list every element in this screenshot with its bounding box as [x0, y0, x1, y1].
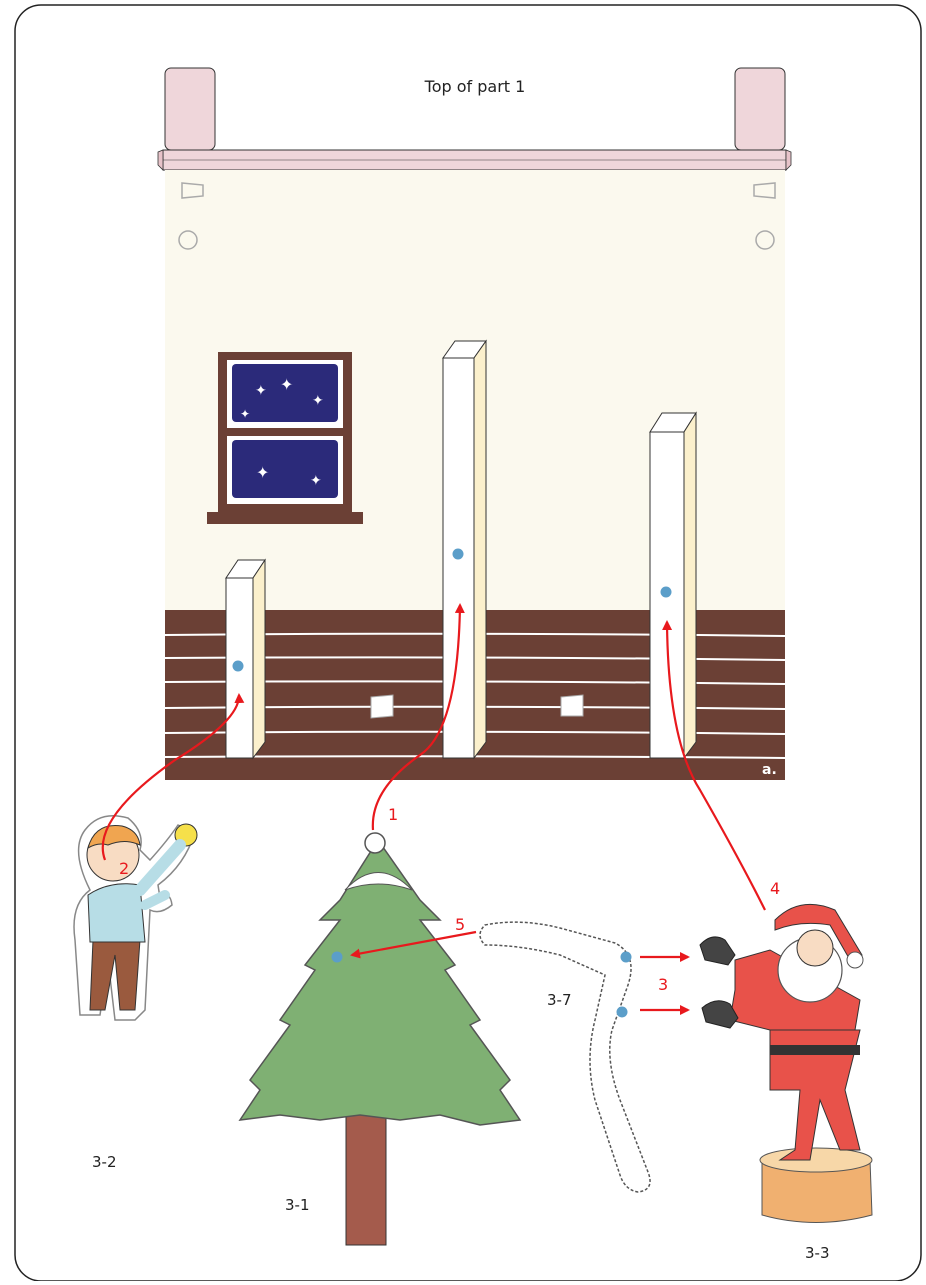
left-tab	[165, 68, 215, 150]
santa-figure	[700, 904, 872, 1222]
pillar-left	[226, 560, 265, 758]
pillar-center	[443, 341, 486, 758]
step-number-4: 4	[770, 879, 780, 898]
svg-text:✦: ✦	[310, 473, 322, 489]
glue-dot-pillar-center	[453, 549, 464, 560]
floor-slot-left	[371, 695, 393, 718]
glue-dot-garland-top	[621, 952, 632, 963]
svg-text:✦: ✦	[255, 383, 267, 399]
window: ✦ ✦ ✦ ✦ ✦ ✦	[207, 352, 363, 524]
svg-text:✦: ✦	[312, 393, 324, 409]
glue-dot-pillar-left	[233, 661, 244, 672]
garland-figure	[480, 922, 650, 1192]
background-panel: Top of part 1 ✦ ✦ ✦ ✦ ✦ ✦	[158, 68, 791, 780]
artist-signature: a.	[762, 762, 777, 778]
step-number-3: 3	[658, 975, 668, 994]
floor-slot-right	[561, 695, 583, 716]
step-number-5: 5	[455, 915, 465, 934]
boy-figure	[74, 816, 197, 1020]
part-label-tree: 3-1	[285, 1196, 310, 1214]
step-number-1: 1	[388, 805, 398, 824]
christmas-tree-figure	[240, 833, 520, 1245]
step-number-2: 2	[119, 859, 129, 878]
part-label-santa: 3-3	[805, 1244, 830, 1262]
panel-top-label: Top of part 1	[424, 77, 526, 96]
part-label-boy: 3-2	[92, 1153, 117, 1171]
glue-dot-pillar-right	[661, 587, 672, 598]
svg-text:✦: ✦	[240, 407, 250, 421]
part-label-garland: 3-7	[547, 991, 572, 1009]
svg-text:✦: ✦	[256, 463, 269, 482]
glue-dot-tree	[332, 952, 343, 963]
right-tab	[735, 68, 785, 150]
glue-dot-garland-bottom	[617, 1007, 628, 1018]
svg-text:✦: ✦	[280, 375, 293, 394]
